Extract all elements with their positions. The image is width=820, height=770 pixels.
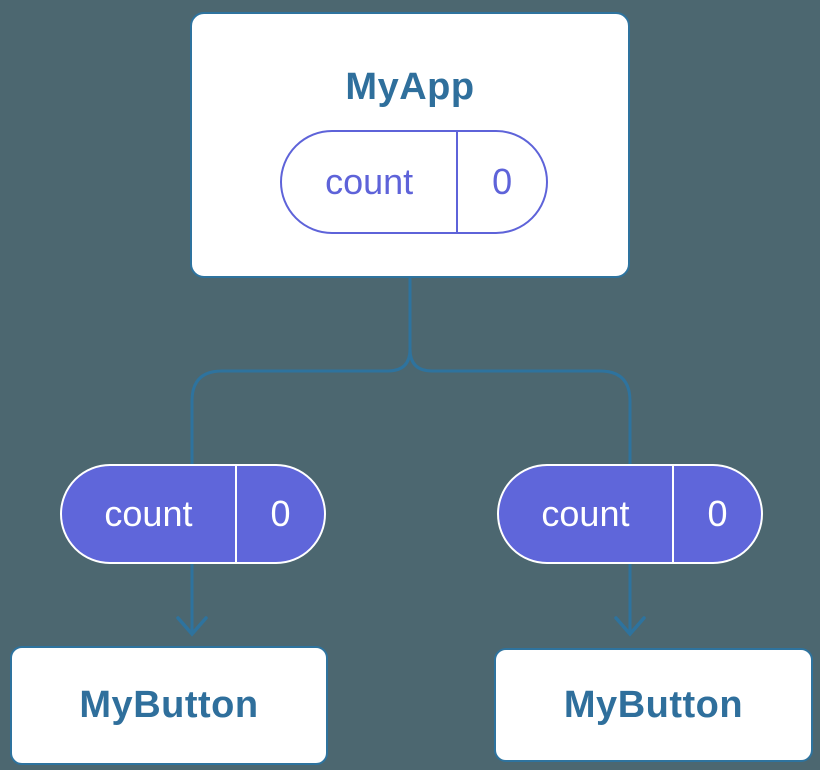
state-pill-myapp: count 0 xyxy=(280,130,548,234)
node-title: MyButton xyxy=(79,684,259,726)
connector-branch-right xyxy=(408,347,632,634)
pill-divider xyxy=(234,466,237,562)
pill-divider xyxy=(456,132,459,232)
node-mybutton-right: MyButton xyxy=(494,648,813,762)
prop-value: 0 xyxy=(270,493,291,534)
node-title: MyButton xyxy=(563,683,744,726)
connector-branch-left xyxy=(190,347,412,634)
prop-name: count xyxy=(104,493,193,534)
node-mybutton-left: MyButton xyxy=(10,646,328,765)
arrowhead-right-icon xyxy=(614,616,646,637)
prop-pill-right: count 0 xyxy=(497,464,763,564)
node-title: MyApp xyxy=(345,66,475,108)
prop-pill-left: count 0 xyxy=(60,464,326,564)
prop-value: 0 xyxy=(707,493,728,534)
state-name: count xyxy=(325,161,414,202)
pill-divider xyxy=(671,466,674,562)
node-myapp: MyApp count 0 xyxy=(190,12,630,278)
prop-name: count xyxy=(541,493,630,534)
arrowhead-left-icon xyxy=(176,616,208,637)
state-value: 0 xyxy=(492,161,513,202)
